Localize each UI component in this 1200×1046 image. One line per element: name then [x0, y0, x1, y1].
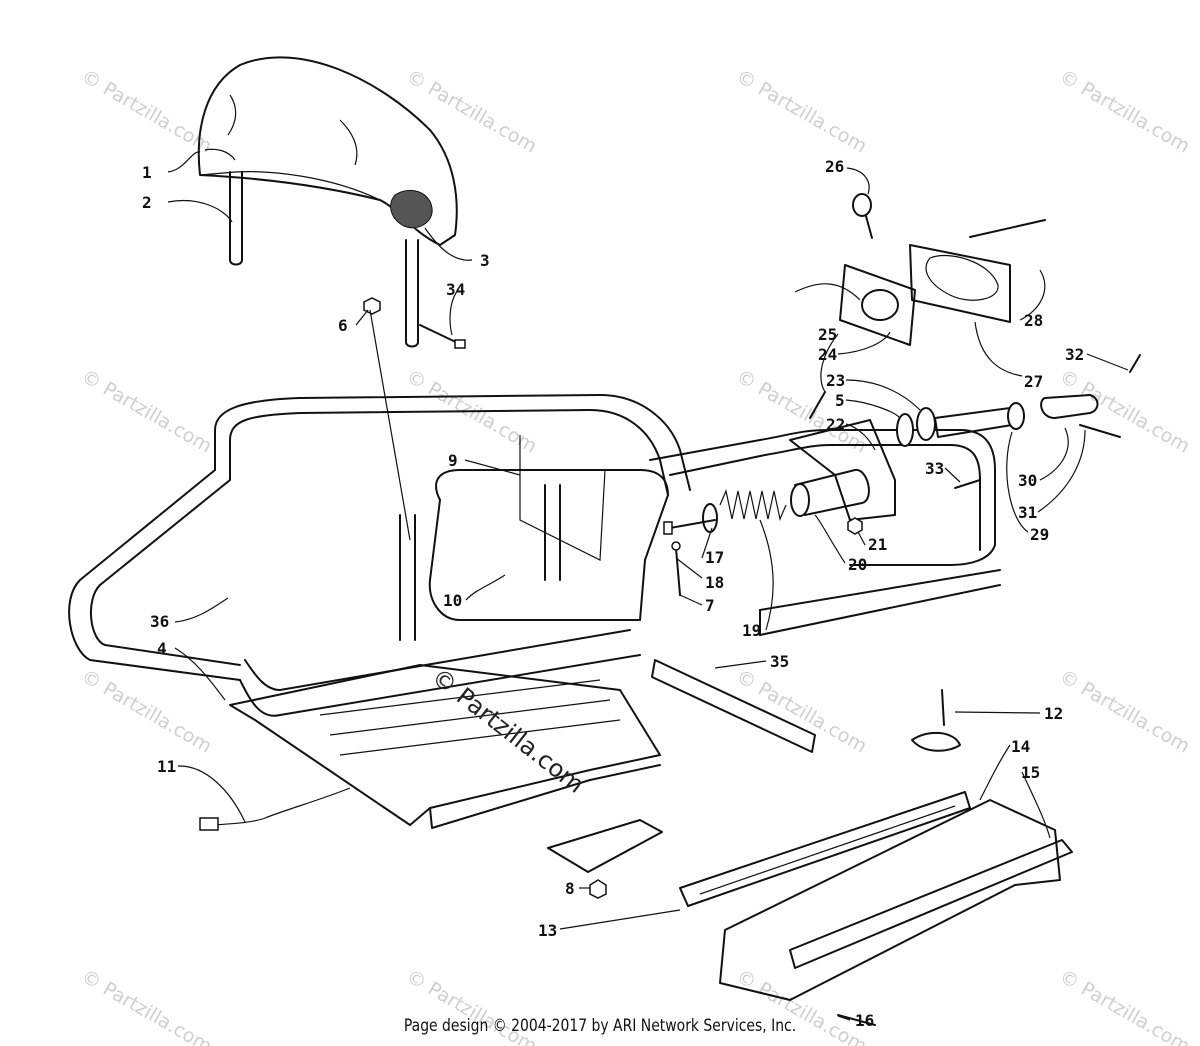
- page-footer: Page design © 2004-2017 by ARI Network S…: [403, 1016, 797, 1036]
- side-panel-13-part: [679, 791, 971, 907]
- watermark: © Partzilla.com: [733, 665, 871, 757]
- backrest-pad-part: [197, 56, 458, 246]
- washer-5-part: [896, 413, 914, 447]
- callout-11: 11: [157, 757, 176, 776]
- bolt-7-part: [671, 541, 681, 596]
- washer-23-part: [916, 407, 936, 441]
- backrest-post-right-part: [405, 239, 419, 348]
- bolt-17-part: [663, 519, 716, 535]
- callout-2: 2: [142, 193, 152, 212]
- bolt-34-part: [419, 324, 466, 349]
- watermark-layer: © Partzilla.com © Partzilla.com © Partzi…: [78, 65, 1194, 1046]
- watermark: © Partzilla.com: [1056, 365, 1194, 457]
- callout-1: 1: [142, 163, 152, 182]
- spacer-tube-20-part: [790, 469, 870, 517]
- callout-7: 7: [705, 596, 715, 615]
- screw-28-part: [969, 219, 1046, 238]
- callout-4: 4: [157, 639, 167, 658]
- bolt-32-part: [1129, 354, 1141, 373]
- shaft-29-part: [934, 402, 1025, 438]
- callout-25: 25: [818, 325, 837, 344]
- side-panel-14-part: [719, 799, 1061, 1001]
- callout-33: 33: [925, 459, 944, 478]
- callout-29: 29: [1030, 525, 1049, 544]
- callout-labels: 1 2 3 34 6 26 28 25 24 32 27 23 5 22 9 3…: [142, 157, 1084, 1030]
- callout-26: 26: [825, 157, 844, 176]
- callout-36: 36: [150, 612, 169, 631]
- callout-27: 27: [1024, 372, 1043, 391]
- callout-28: 28: [1024, 311, 1043, 330]
- callout-35: 35: [770, 652, 789, 671]
- callout-5: 5: [835, 391, 845, 410]
- callout-10: 10: [443, 591, 462, 610]
- right-rail-part: [649, 429, 1001, 636]
- taillight-base-24-part: [794, 264, 916, 346]
- spring-19-part: [702, 489, 787, 533]
- bracket-8-part: [547, 819, 663, 899]
- callout-20: 20: [848, 555, 867, 574]
- callout-17: 17: [705, 548, 724, 567]
- callout-21: 21: [868, 535, 887, 554]
- callout-31: 31: [1018, 503, 1037, 522]
- watermark: © Partzilla.com: [1056, 665, 1194, 757]
- watermark: © Partzilla.com: [1056, 65, 1194, 157]
- callout-12: 12: [1044, 704, 1063, 723]
- bulb-26-part: [852, 193, 873, 239]
- callout-30: 30: [1018, 471, 1037, 490]
- pin-12-part: [911, 689, 961, 752]
- rack-frame-part: [68, 394, 691, 717]
- callout-18: 18: [705, 573, 724, 592]
- callout-23: 23: [826, 371, 845, 390]
- screw-25-part: [809, 391, 826, 419]
- strip-35-part: [651, 659, 816, 753]
- watermark: © Partzilla.com: [78, 665, 216, 757]
- watermark: © Partzilla.com: [78, 65, 216, 157]
- floor-tray-4-part: [229, 664, 661, 829]
- callout-6: 6: [338, 316, 348, 335]
- callout-3: 3: [480, 251, 490, 270]
- clevis-30-part: [1040, 394, 1121, 438]
- watermark: © Partzilla.com: [733, 365, 871, 457]
- strip-15-part: [789, 839, 1073, 969]
- taillight-lens-27-part: [909, 244, 1011, 323]
- callout-19: 19: [742, 621, 761, 640]
- watermark: © Partzilla.com: [78, 365, 216, 457]
- callout-9: 9: [448, 451, 458, 470]
- callout-14: 14: [1011, 737, 1030, 756]
- callout-16: 16: [855, 1011, 874, 1030]
- callout-32: 32: [1065, 345, 1084, 364]
- backrest-post-left-part: [229, 171, 243, 266]
- callout-8: 8: [565, 879, 575, 898]
- callout-24: 24: [818, 345, 837, 364]
- leader-lines: [167, 151, 1129, 1021]
- screw-33-part: [954, 479, 981, 489]
- callout-22: 22: [826, 415, 845, 434]
- watermark: © Partzilla.com: [733, 65, 871, 157]
- callout-15: 15: [1021, 763, 1040, 782]
- nut-21-part: [847, 517, 863, 535]
- callout-34: 34: [446, 280, 465, 299]
- wire-11-part: [199, 787, 351, 831]
- callout-13: 13: [538, 921, 557, 940]
- screw-16-part: [837, 1014, 876, 1026]
- watermark: © Partzilla.com: [403, 65, 541, 157]
